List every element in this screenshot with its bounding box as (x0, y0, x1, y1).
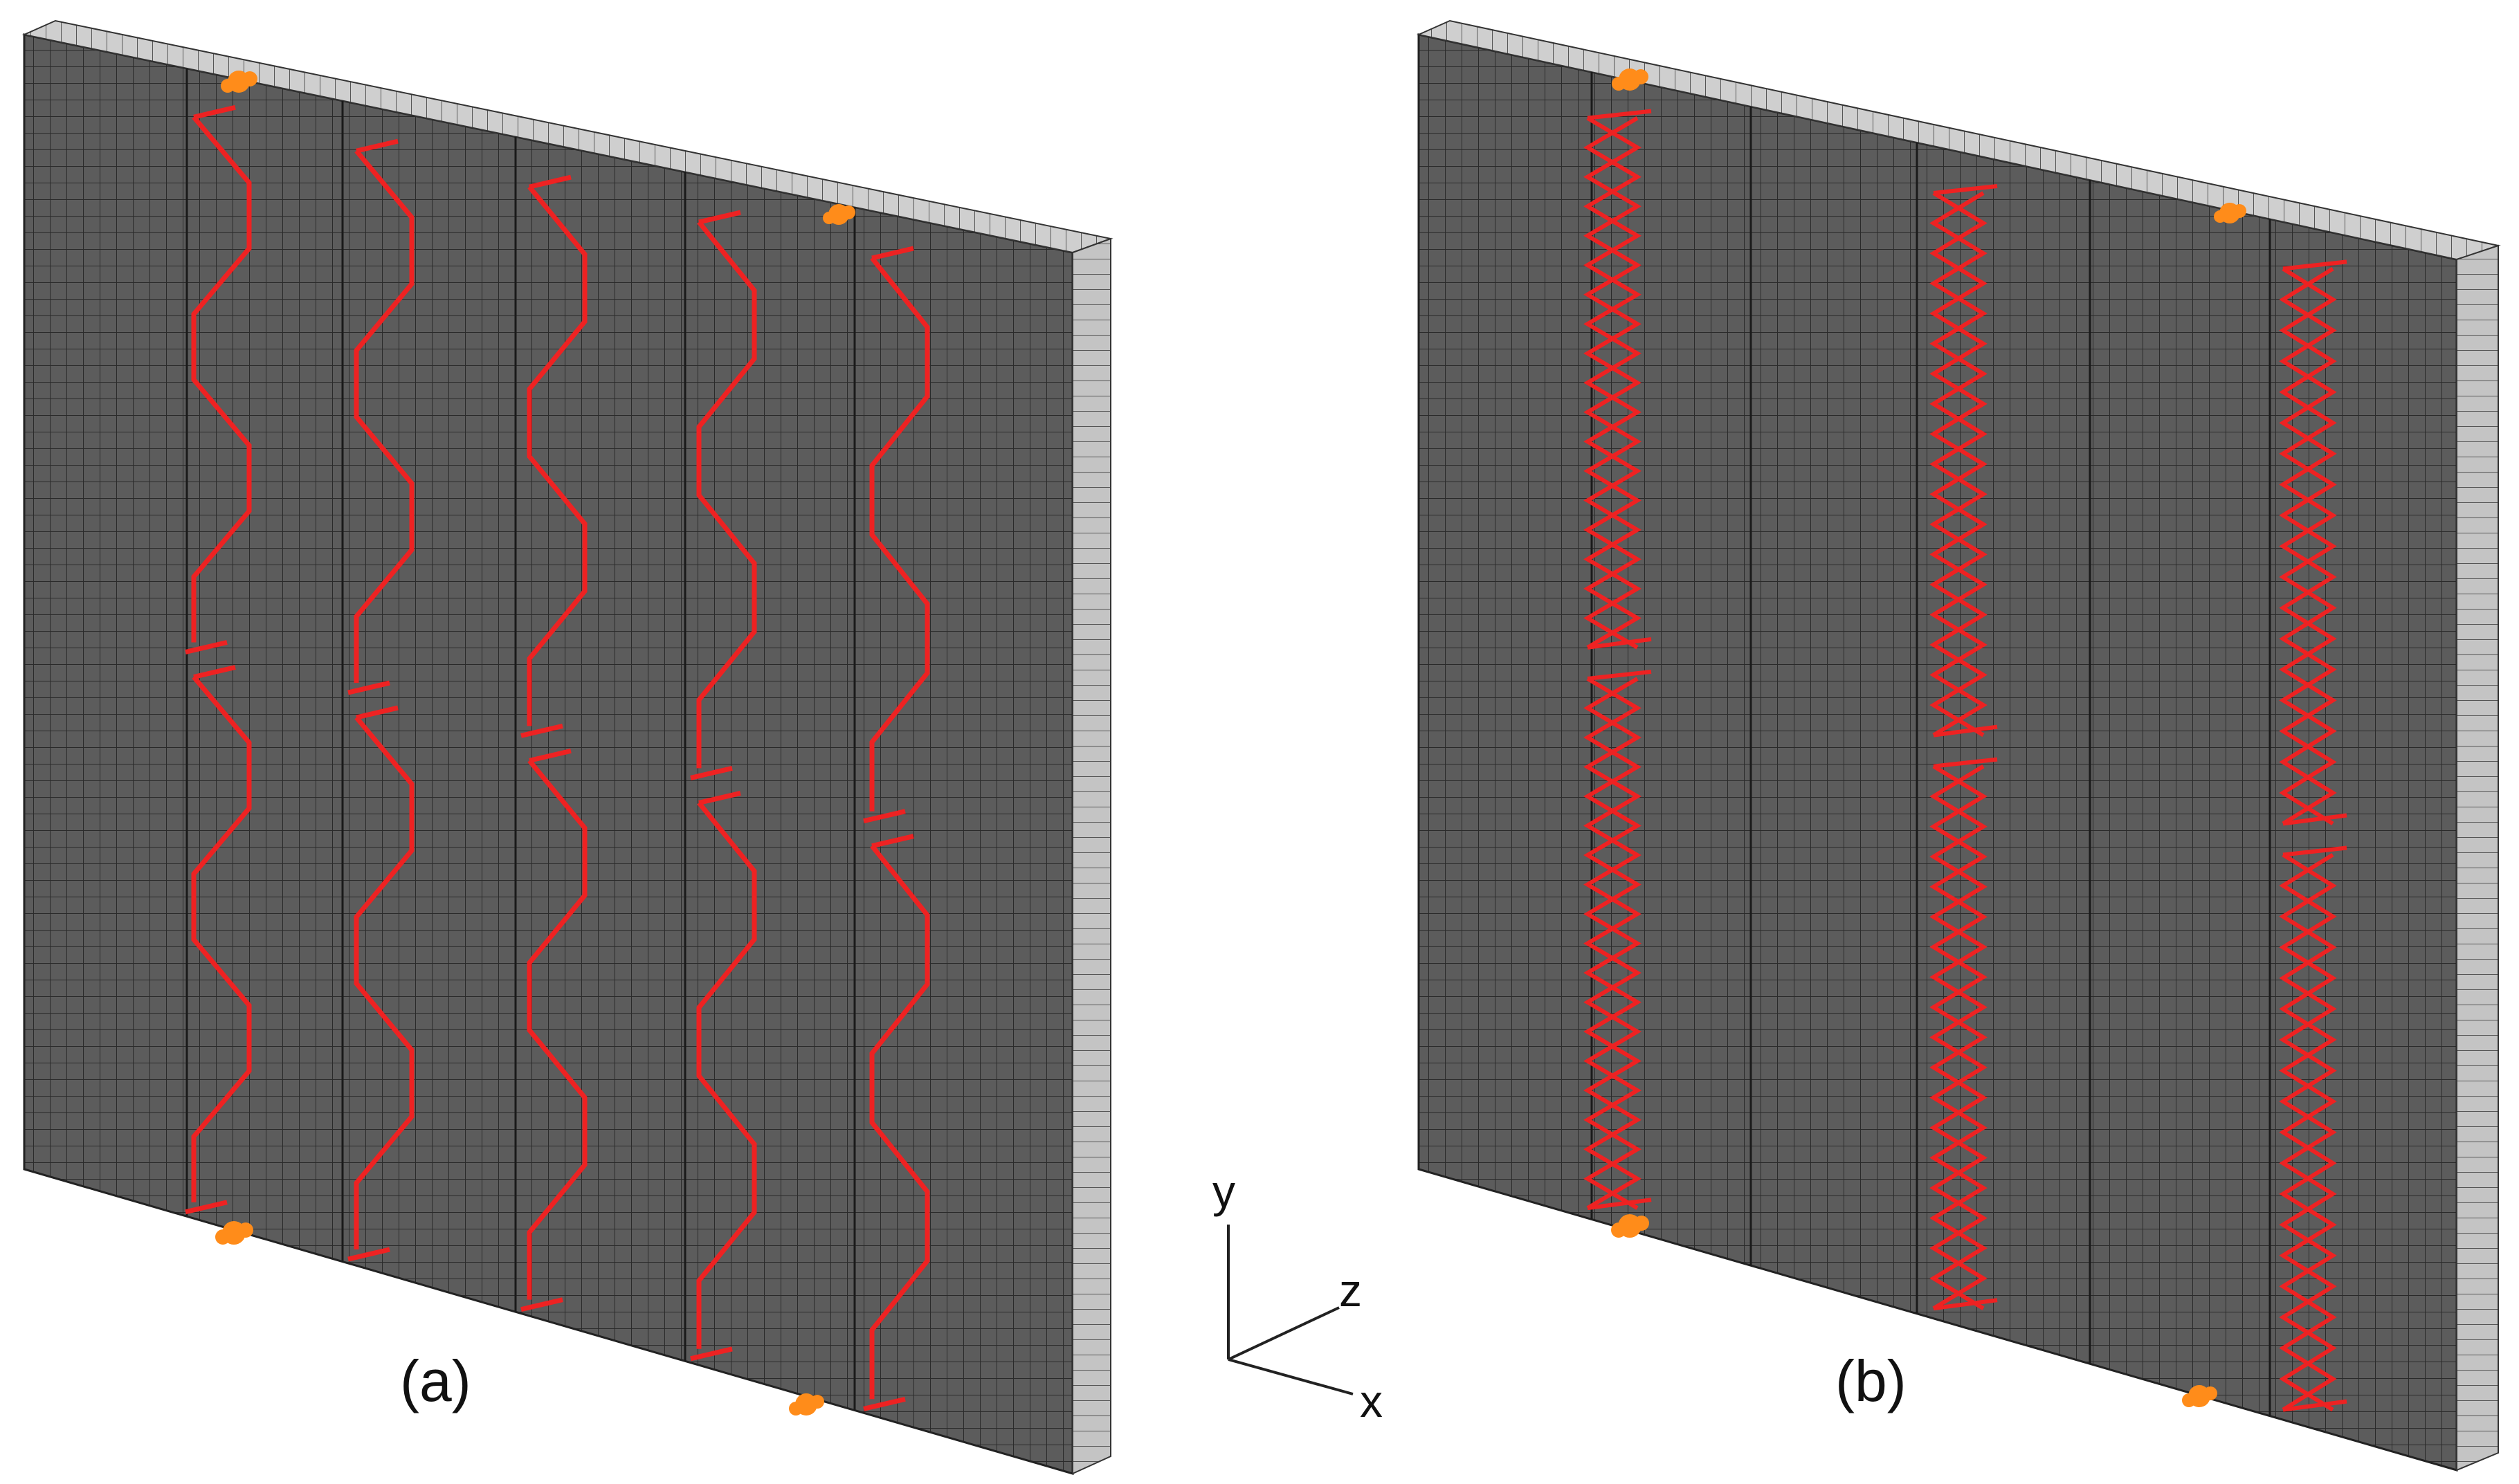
axis-label-z: z (1339, 1265, 1362, 1316)
truss-a-5-tick (863, 1396, 906, 1411)
truss-b-2-strand (1929, 764, 1988, 1310)
axis-label-x: x (1360, 1375, 1383, 1427)
truss-a-5 (869, 844, 930, 1400)
truss-b-1-strand (1583, 116, 1642, 650)
support-marker-icon (823, 204, 855, 225)
truss-a-1 (191, 116, 252, 643)
panel-a (21, 19, 1113, 1475)
truss-b-3-strand (2279, 266, 2337, 826)
truss-a-5-tick (871, 834, 914, 849)
truss-b-2-strand (1929, 191, 1988, 738)
truss-b-3-strand (2279, 852, 2337, 1412)
support-marker-icon (2214, 203, 2246, 223)
truss-b-3-strand (2279, 852, 2337, 1412)
truss-a-1-tick (193, 665, 236, 679)
support-marker-icon (221, 71, 257, 93)
truss-a-2-tick (347, 680, 390, 695)
truss-a-4 (696, 801, 757, 1349)
truss-b-3-tick (2282, 845, 2347, 857)
truss-b-3-tick (2282, 1399, 2347, 1412)
truss-a-3-tick (520, 1297, 563, 1312)
truss-a-3 (527, 759, 588, 1300)
truss-a-3-tick (529, 748, 572, 763)
truss-a-2 (354, 149, 415, 684)
truss-a-4-tick (698, 210, 741, 225)
truss-a-4-tick (690, 1346, 733, 1362)
truss-a-4-tick (690, 766, 733, 780)
truss-a-5-tick (871, 246, 914, 261)
truss-b-2-tick (1933, 1298, 1998, 1311)
panel-b-supports (1611, 68, 2246, 1407)
truss-b-2-tick (1933, 757, 1998, 769)
truss-a-1-tick (193, 104, 236, 120)
truss-a-3-tick (520, 723, 563, 738)
panel-a-supports (215, 71, 855, 1416)
truss-a-2-tick (356, 138, 399, 154)
support-marker-icon (1612, 68, 1648, 91)
truss-b-2-strand (1929, 764, 1988, 1310)
truss-a-4-tick (698, 791, 741, 805)
panel-b-side-face (2456, 244, 2499, 1472)
truss-a-2-tick (356, 705, 399, 720)
truss-b-3-strand (2279, 266, 2337, 826)
truss-b-2-strand (1929, 191, 1988, 738)
truss-b-1-tick (1587, 1198, 1652, 1211)
truss-b-1-tick (1587, 636, 1652, 650)
support-marker-icon (2182, 1385, 2217, 1407)
panel-label-a: (a) (400, 1348, 471, 1413)
truss-a-3 (527, 185, 588, 726)
panel-a-side-face (1072, 237, 1111, 1475)
axis-triad-icon: y z x (1212, 1166, 1383, 1427)
truss-a-3-tick (529, 174, 572, 190)
truss-a-2-tick (347, 1247, 390, 1262)
truss-b-1-strand (1583, 116, 1642, 650)
truss-b-3-tick (2282, 259, 2347, 271)
truss-b-1-strand (1583, 677, 1642, 1210)
panel-b (1416, 19, 2501, 1472)
truss-a-5 (869, 256, 930, 812)
truss-a-5-tick (863, 809, 906, 824)
support-marker-icon (1611, 1214, 1649, 1238)
support-marker-icon (215, 1221, 253, 1245)
truss-a-2 (354, 715, 415, 1249)
panel-b-trusses (1583, 109, 2347, 1412)
panel-label-b: (b) (1835, 1348, 1907, 1413)
truss-b-1-strand (1583, 677, 1642, 1210)
truss-a-1-tick (185, 1200, 228, 1215)
truss-a-4 (696, 220, 757, 769)
truss-a-1 (191, 675, 252, 1202)
truss-b-1-tick (1587, 109, 1652, 120)
support-marker-icon (789, 1393, 824, 1416)
truss-b-2-tick (1933, 184, 1998, 195)
truss-b-1-tick (1587, 669, 1652, 681)
truss-a-1-tick (185, 640, 228, 654)
panel-a-seams (185, 68, 856, 1411)
truss-b-3-tick (2282, 813, 2347, 826)
axis-label-y: y (1212, 1166, 1235, 1217)
truss-b-2-tick (1933, 724, 1998, 738)
panel-a-trusses (185, 104, 930, 1411)
